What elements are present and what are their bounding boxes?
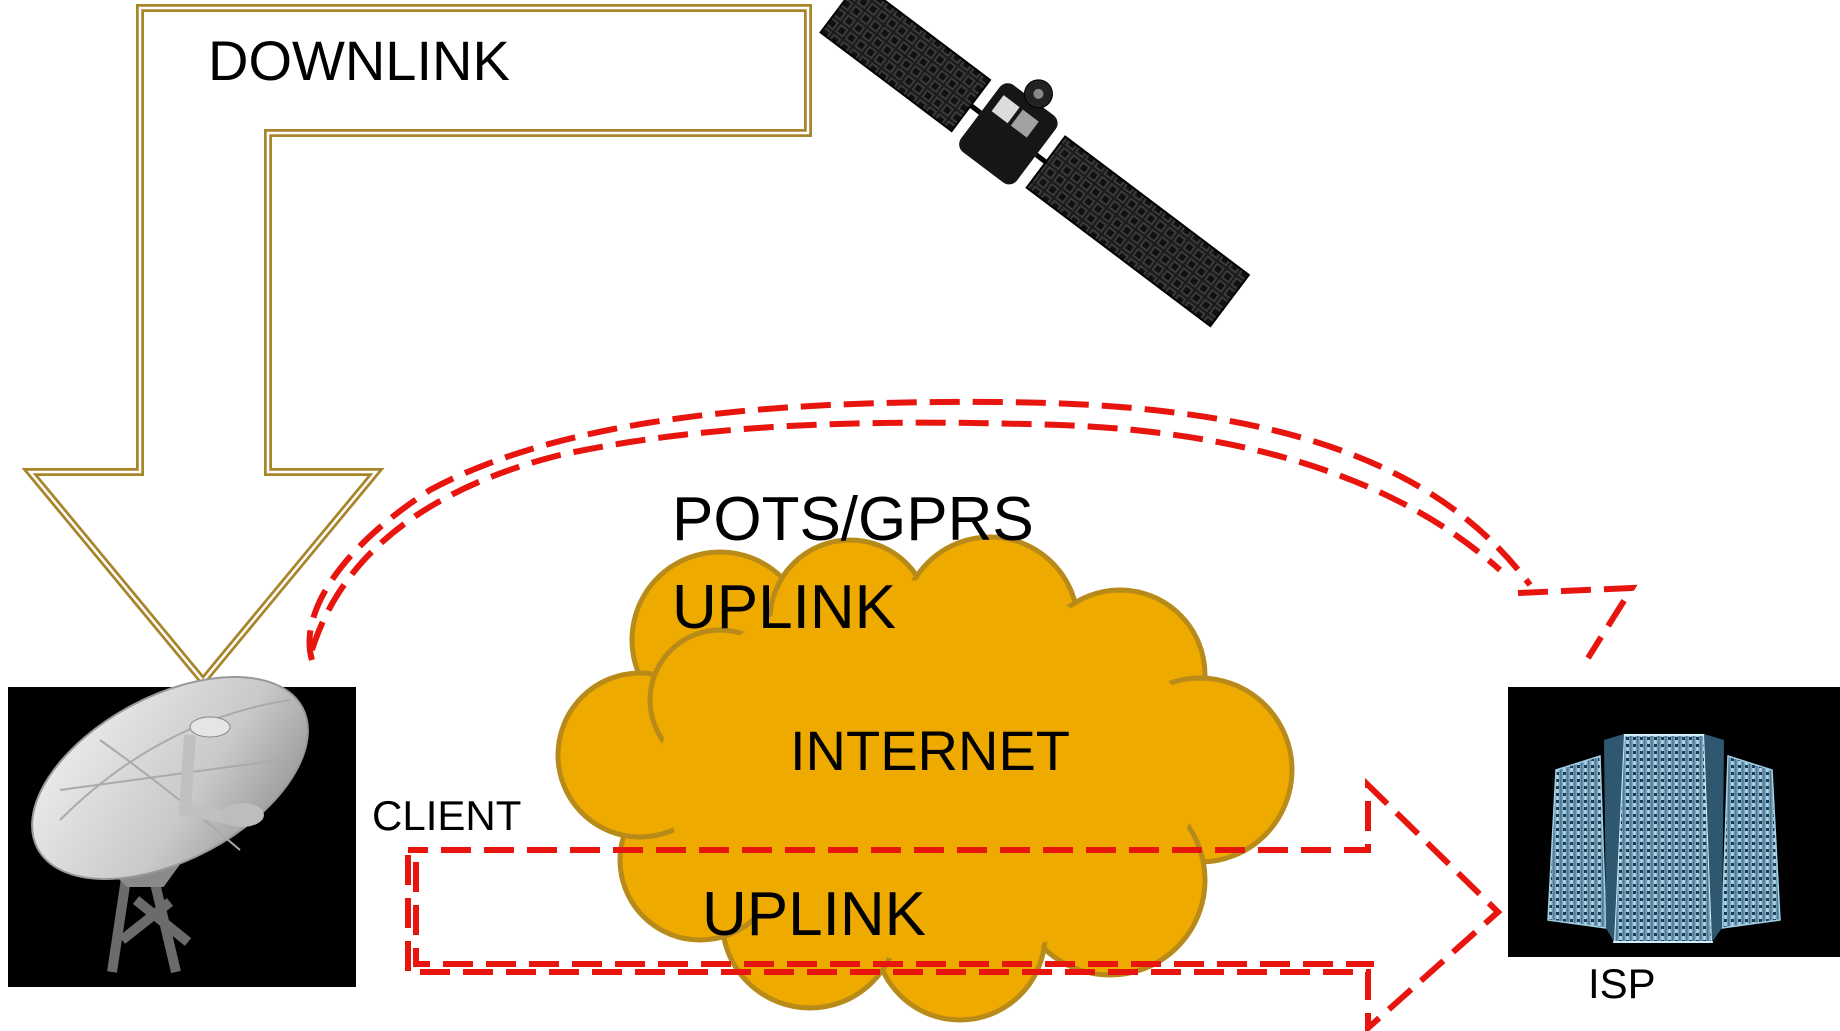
internet-label: INTERNET (790, 719, 1070, 782)
client-node (8, 675, 356, 987)
client-label: CLIENT (372, 792, 521, 839)
pots-uplink-label: UPLINK (672, 573, 896, 642)
isp-label: ISP (1588, 960, 1656, 1007)
isp-node (1508, 687, 1840, 957)
internet-cloud-body (660, 580, 1200, 960)
uplink-label: UPLINK (702, 880, 926, 949)
pots-gprs-label: POTS/GPRS (672, 485, 1034, 554)
satellite-icon (819, 0, 1251, 328)
satellite-dish-icon (31, 675, 309, 974)
downlink-label: DOWNLINK (208, 29, 510, 92)
server-cluster-icon (1547, 734, 1781, 943)
downlink-arrow (21, 4, 812, 688)
pots-gprs-uplink-arrow (306, 398, 1638, 661)
internet-uplink-arrow (405, 777, 1503, 1031)
